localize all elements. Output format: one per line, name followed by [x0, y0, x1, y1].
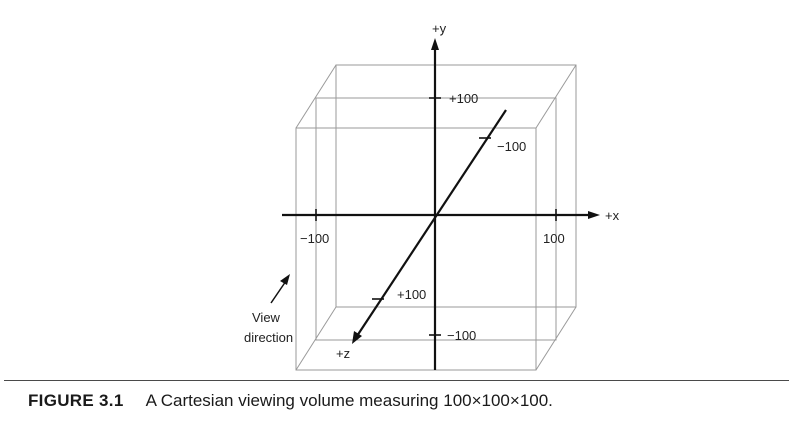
- tick-label-x-neg: −100: [300, 231, 329, 246]
- x-axis-label: +x: [605, 208, 620, 223]
- view-direction-arrow: [270, 274, 290, 304]
- tick-label-x-pos: 100: [543, 231, 565, 246]
- y-axis-label: +y: [432, 21, 447, 36]
- view-direction-label-line2: direction: [244, 330, 293, 345]
- tick-label-y-pos: +100: [449, 91, 478, 106]
- z-axis-arrowhead: [352, 331, 362, 344]
- caption-bar: FIGURE 3.1 A Cartesian viewing volume mea…: [0, 380, 793, 422]
- y-axis-arrowhead: [431, 38, 439, 50]
- box-edge-bottom-right: [535, 306, 577, 371]
- axes: [282, 38, 600, 370]
- view-direction-arrowhead: [280, 274, 290, 285]
- box-edge-bottom-left: [295, 306, 337, 371]
- tick-label-y-neg: −100: [447, 328, 476, 343]
- box-edge-top-left: [295, 64, 337, 129]
- figure-caption: FIGURE 3.1 A Cartesian viewing volume mea…: [28, 391, 553, 411]
- x-axis-arrowhead: [588, 211, 600, 219]
- box-front-face: [295, 127, 537, 371]
- tick-label-z-pos: +100: [397, 287, 426, 302]
- caption-text: A Cartesian viewing volume measuring 100…: [145, 391, 553, 410]
- view-direction-label-line1: View: [252, 310, 281, 325]
- tick-label-z-neg: −100: [497, 139, 526, 154]
- z-axis-label: +z: [336, 346, 350, 361]
- z-axis: [356, 109, 507, 337]
- box-back-face: [335, 64, 577, 308]
- viewing-volume-diagram: +y +x +z +100 −100 −100 100 +100 −100 Vi…: [244, 21, 620, 371]
- caption-rule: [4, 380, 789, 381]
- box-edge-top-right: [535, 64, 577, 129]
- caption-label: FIGURE 3.1: [28, 391, 124, 410]
